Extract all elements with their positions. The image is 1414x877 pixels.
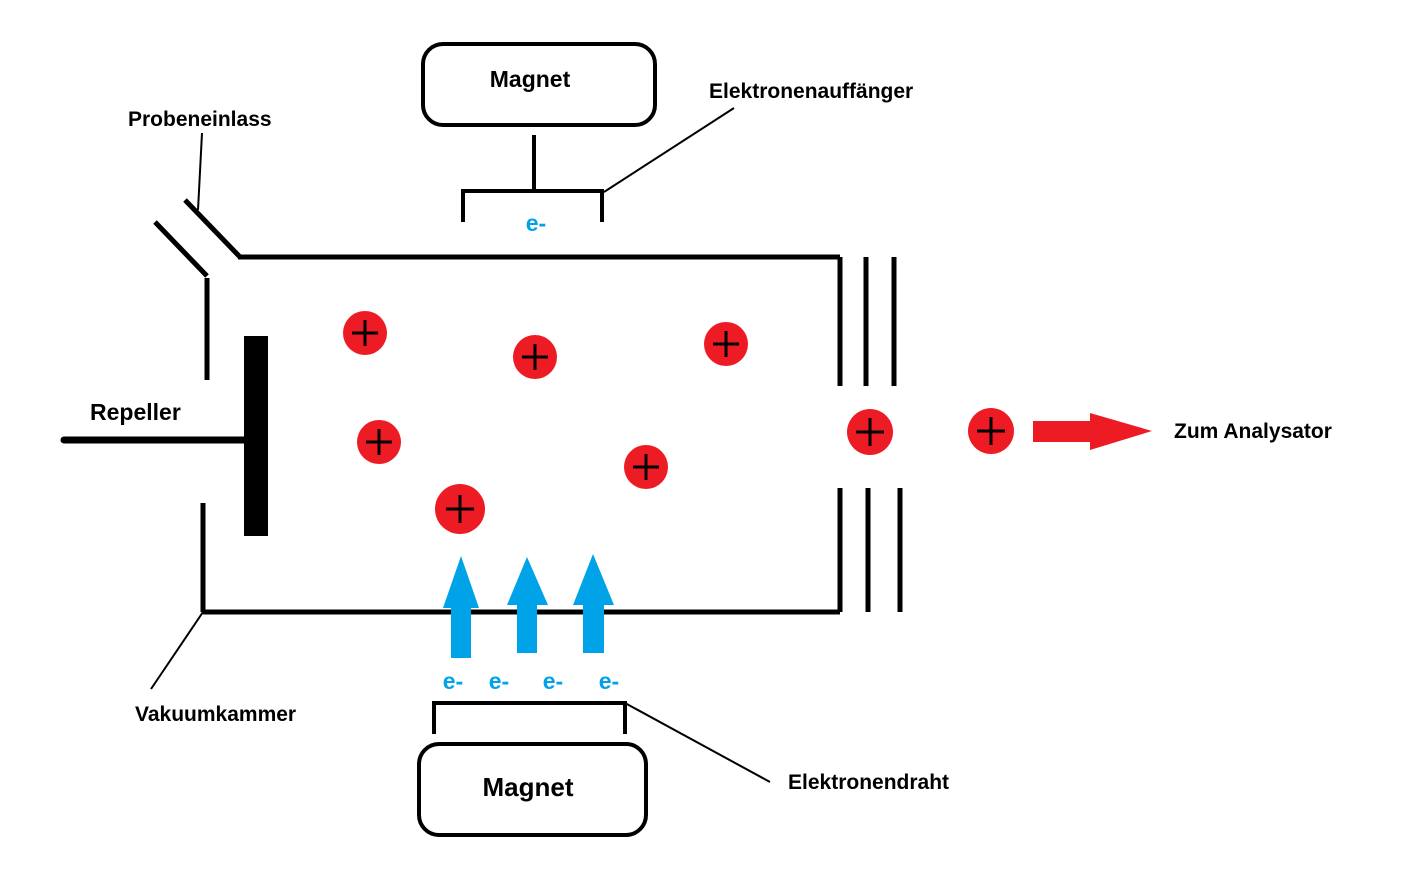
- magnet-bottom-box: [417, 742, 648, 837]
- ions: [343, 311, 1014, 534]
- ion-7: [847, 409, 893, 455]
- electron-beam-arrow-1-icon: [443, 556, 479, 658]
- sample-inlet-label: Probeneinlass: [128, 108, 272, 131]
- repeller-label: Repeller: [90, 399, 181, 425]
- electron-2: e-: [489, 668, 509, 694]
- ion-6: [435, 484, 485, 534]
- sample-inlet-line-upper: [183, 198, 242, 259]
- electron-beam-arrow-2-icon: [507, 557, 548, 653]
- magnet-top-label: Magnet: [490, 66, 571, 92]
- vacuum-chamber-label: Vakuumkammer: [135, 703, 296, 726]
- sample-inlet-line-lower: [153, 220, 209, 278]
- vacuum-chamber-pointer: [150, 611, 204, 690]
- electron-4: e-: [599, 668, 619, 694]
- electron-wire-pointer: [624, 702, 771, 783]
- electron-collector: [461, 189, 604, 222]
- output-arrow-icon: [1033, 413, 1152, 450]
- ion-4: [357, 420, 401, 464]
- electron-wire-label: Elektronendraht: [788, 771, 949, 794]
- magnet-top-box: [421, 42, 657, 127]
- repeller: [60, 336, 268, 536]
- magnet-bottom-label: Magnet: [483, 772, 574, 802]
- repeller-plate: [244, 336, 268, 536]
- vacuum-chamber: [200, 254, 840, 615]
- electron-wire: [432, 701, 627, 734]
- ion-8: [968, 408, 1014, 454]
- electron-collector-pointer: [603, 107, 735, 193]
- ion-5: [624, 445, 668, 489]
- sample-inlet-pointer: [197, 132, 203, 211]
- electron-collector-label: Elektronenauffänger: [709, 80, 913, 103]
- ion-2: [513, 335, 557, 379]
- electron-beam-arrow-3-icon: [573, 554, 614, 653]
- acceleration-plates: [837, 257, 903, 612]
- electron-1: e-: [443, 668, 463, 694]
- sample-inlet: [153, 198, 242, 278]
- electron-3: e-: [543, 668, 563, 694]
- electron-collected: e-: [526, 210, 546, 236]
- electron-beam-arrows: [443, 554, 614, 658]
- ion-3: [704, 322, 748, 366]
- emitted-electrons: e- e- e- e-: [443, 668, 619, 694]
- ion-1: [343, 311, 387, 355]
- to-analyzer-label: Zum Analysator: [1174, 420, 1332, 443]
